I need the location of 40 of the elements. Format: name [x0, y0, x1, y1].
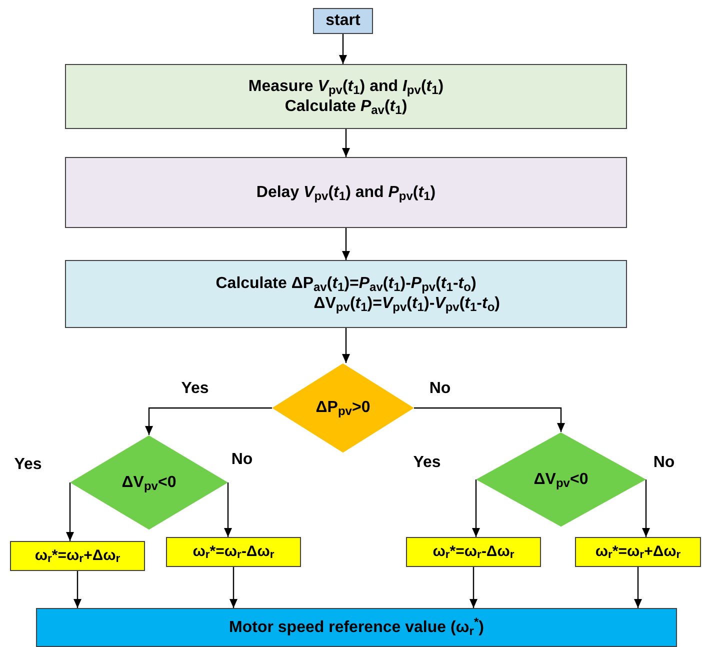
node-text: Motor speed reference value (ω$_{r}$$^{*}$): [229, 618, 484, 638]
process-box: [65, 157, 627, 228]
arrow: [342, 228, 350, 260]
arrow: [342, 328, 350, 363]
arrow: [224, 482, 232, 537]
arrow: [470, 567, 478, 608]
decision-diamond: [476, 432, 646, 527]
node-text: ω$_{r}$*=ω$_{r}$+Δω$_{r}$: [34, 546, 120, 566]
arrow: [74, 571, 82, 608]
arrow: [339, 34, 347, 64]
node-text: Delay V$_{pv}$(t$_{1}$) and P$_{pv}$(t$_{1}$): [256, 182, 436, 202]
arrow: [145, 407, 272, 435]
process-box: [406, 537, 541, 567]
process-box: [575, 537, 701, 567]
process-box: [166, 537, 301, 567]
arrow: [342, 129, 350, 157]
arrow: [642, 480, 650, 537]
arrow: [634, 567, 642, 608]
arrow: [66, 482, 74, 541]
process-box: [65, 64, 627, 129]
start-box: [313, 8, 373, 34]
process-box: [10, 541, 145, 571]
node-text: ΔP$_{pv}$>0: [316, 398, 370, 418]
node-text: ω$_{r}$*=ω$_{r}$-Δω$_{r}$: [432, 542, 514, 562]
decision-diamond: [70, 435, 228, 530]
decision-diamond: [272, 363, 414, 453]
arrow: [414, 407, 565, 432]
node-text: ω$_{r}$*=ω$_{r}$-Δω$_{r}$: [192, 542, 274, 562]
arrow: [230, 567, 238, 608]
arrow: [472, 480, 480, 537]
node-text: Calculate P$_{av}$(t$_{1}$): [284, 96, 408, 116]
node-text: Calculate ΔP$_{av}$(t$_{1}$)=P$_{av}$(t$_{1}$)-P$_{pv}$(t$_{1}$-t$_{o}$): [216, 274, 476, 294]
node-text: ΔV$_{pv}$<0: [534, 470, 588, 490]
node-text: ΔV$_{pv}$(t$_{1}$)=V$_{pv}$(t$_{1}$)-V$_{pv}$(t$_{1}$-t$_{o}$): [314, 294, 500, 314]
node-text: ΔV$_{pv}$<0: [122, 472, 176, 492]
node-text: Measure V$_{pv}$(t$_{1}$) and I$_{pv}$(t$_{1}$): [248, 76, 444, 96]
node-text: start: [326, 11, 360, 31]
output-box: [36, 608, 677, 647]
node-text: ω$_{r}$*=ω$_{r}$+Δω$_{r}$: [595, 542, 681, 562]
process-box: [65, 260, 627, 328]
